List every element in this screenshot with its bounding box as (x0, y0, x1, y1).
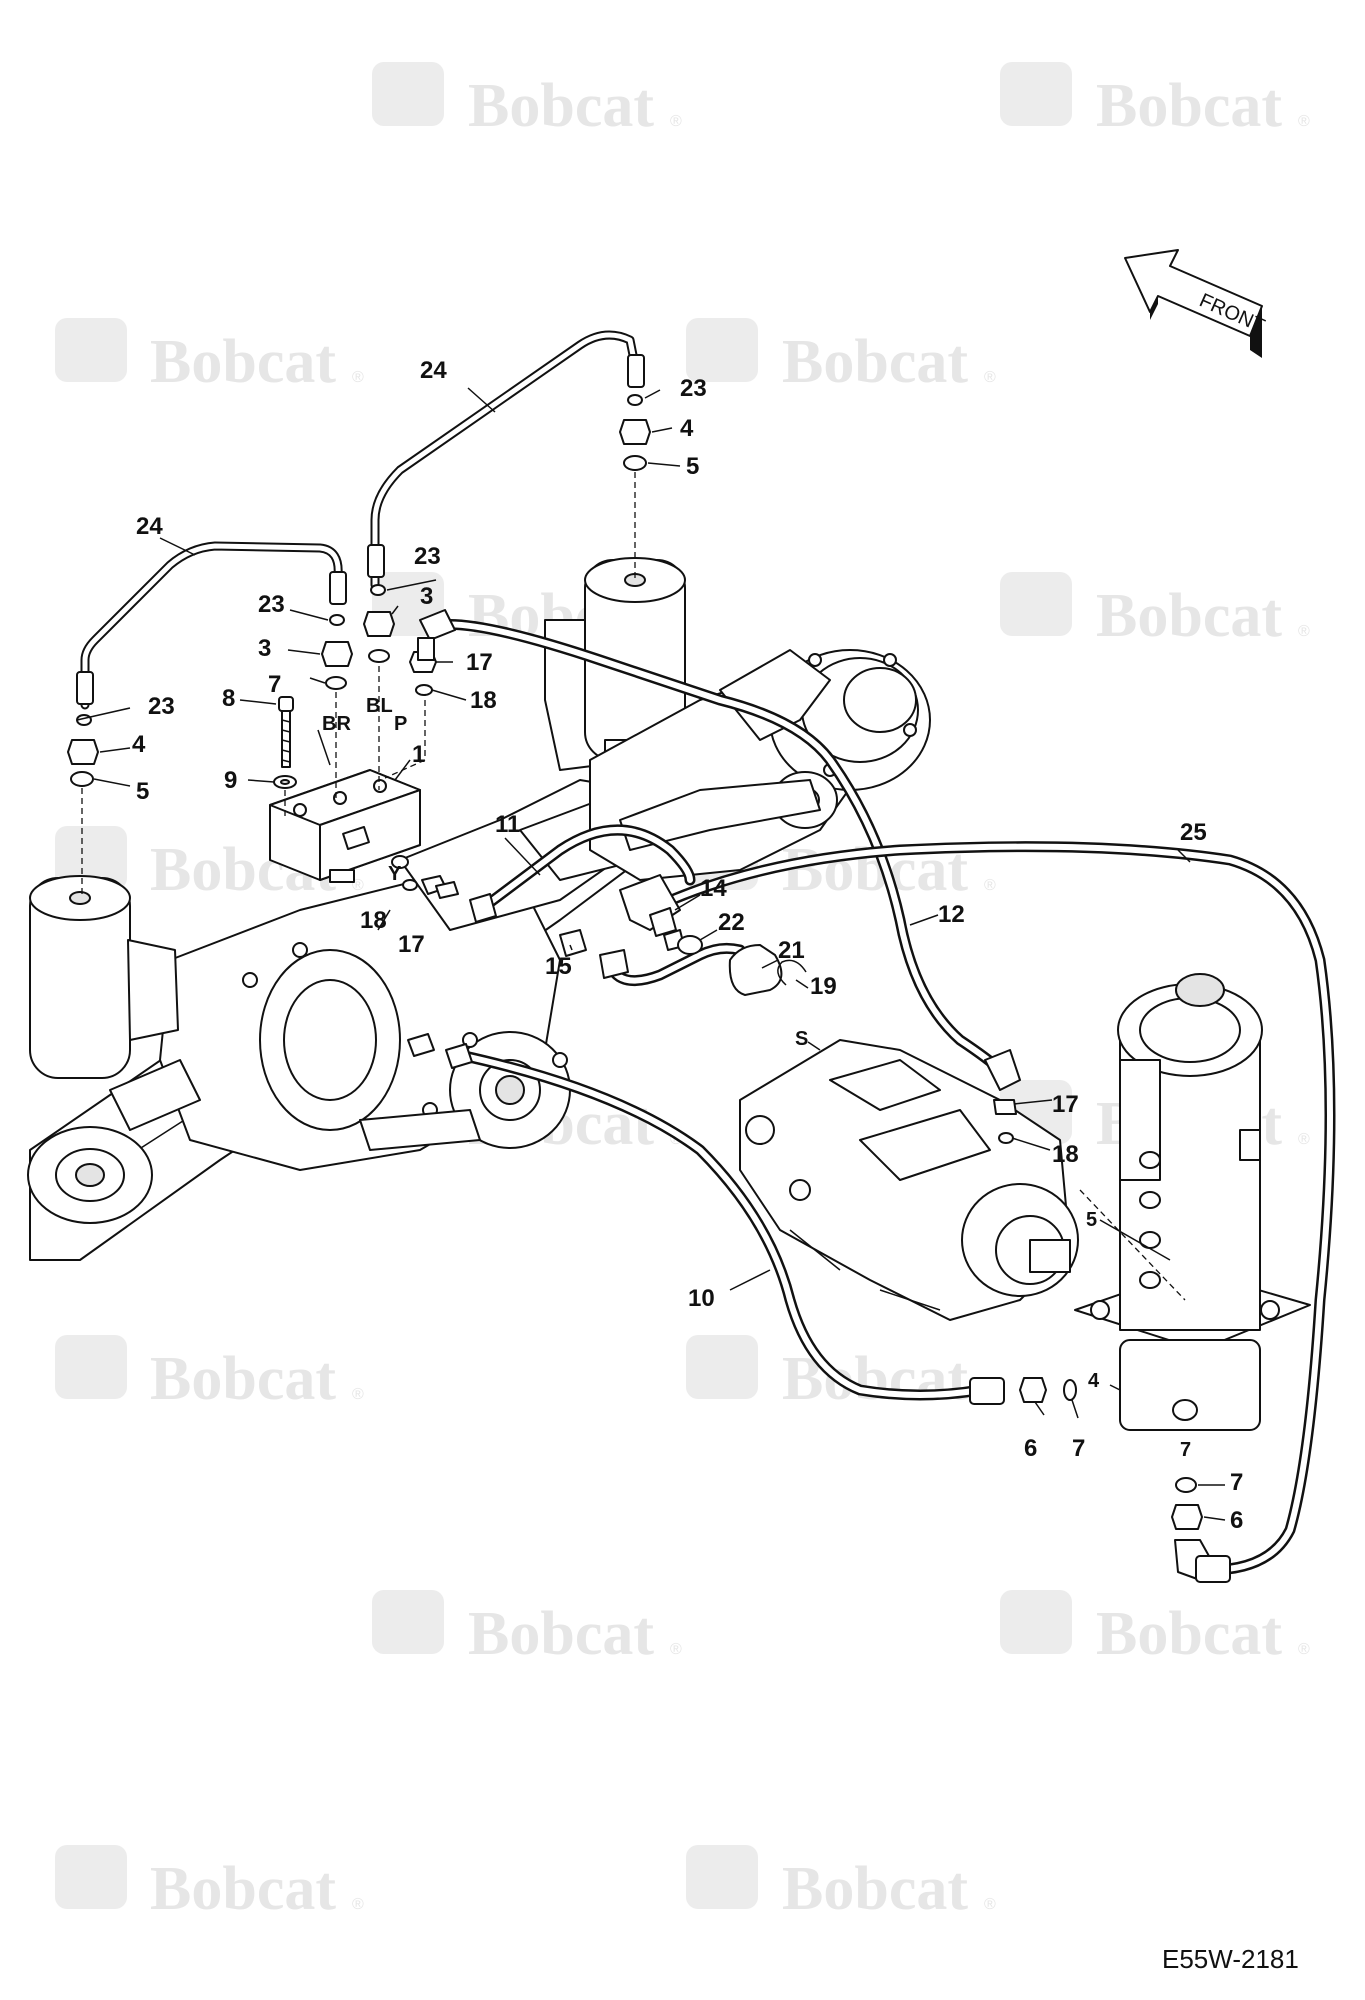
accumulator-left (29, 875, 179, 1079)
watermark-reg: ® (984, 369, 996, 386)
leader-lines (76, 387, 1226, 1521)
watermark: Bobcat ® (686, 1845, 996, 1923)
callout-25: 25 (1180, 819, 1207, 846)
callout-7-center: 7 (1072, 1435, 1085, 1462)
watermark-text: Bobcat (150, 1345, 336, 1413)
callout-numbers: 1 3 3 4 4 4 5 5 5 6 6 7 7 7 7 8 9 10 11 … (132, 357, 1243, 1534)
callout-7-right: 7 (1230, 1469, 1243, 1496)
callout-1: 1 (412, 741, 425, 768)
port-label-p: P (394, 713, 407, 735)
callout-17-right: 17 (1052, 1091, 1079, 1118)
callout-18-top: 18 (470, 687, 497, 714)
hydraulic-motor (739, 1039, 1079, 1321)
callout-14: 14 (700, 875, 727, 902)
callout-4-rotary: 4 (1088, 1370, 1100, 1392)
callout-6-center: 6 (1024, 1435, 1037, 1462)
callout-23-left: 23 (148, 693, 175, 720)
callout-21: 21 (778, 937, 805, 964)
watermark: Bobcat ® (686, 318, 996, 396)
callout-15: 15 (545, 953, 572, 980)
callout-22: 22 (718, 909, 745, 936)
callout-10: 10 (688, 1285, 715, 1312)
rotary-joint (1074, 973, 1311, 1431)
callout-17-left: 17 (398, 931, 425, 958)
callout-7-rotary-bottom: 7 (1180, 1439, 1191, 1461)
callout-23-top: 23 (680, 375, 707, 402)
watermark-text: Bobcat (468, 72, 654, 140)
watermark: Bobcat ® (55, 318, 364, 396)
watermark-reg: ® (1298, 113, 1310, 130)
watermark: Bobcat ® (1000, 1590, 1310, 1668)
port-labels: BR BL P Y S (322, 695, 808, 1050)
watermark-text: Bobcat (468, 1600, 654, 1668)
callout-17-top: 17 (466, 649, 493, 676)
watermark-reg: ® (670, 1641, 682, 1658)
watermark-text: Bobcat (150, 1855, 336, 1923)
watermark-text: Bobcat (782, 328, 968, 396)
callout-6-right: 6 (1230, 1507, 1243, 1534)
callout-9: 9 (224, 767, 237, 794)
watermark-text: Bobcat (1096, 582, 1282, 650)
watermark: Bobcat ® (1000, 62, 1310, 140)
watermark-reg: ® (984, 1896, 996, 1913)
watermark: Bobcat ® (55, 1335, 364, 1413)
port-label-s: S (795, 1028, 808, 1050)
brake-valve-block (269, 769, 421, 883)
watermark-reg: ® (984, 877, 996, 894)
watermark-text: Bobcat (150, 328, 336, 396)
right-wheel-hub (589, 649, 931, 881)
hoses (80, 330, 1336, 1576)
callout-3-right: 3 (420, 583, 433, 610)
callout-24-top: 24 (420, 357, 447, 384)
watermark: Bobcat ® (372, 1590, 682, 1668)
figure-id: E55W-2181 (1162, 1944, 1299, 1974)
watermark-reg: ® (1298, 1641, 1310, 1658)
callout-7-valve: 7 (268, 671, 281, 698)
callout-18-right: 18 (1052, 1141, 1079, 1168)
fittings (67, 354, 1231, 1583)
port-label-y: Y (388, 863, 402, 885)
callout-5-top: 5 (686, 453, 699, 480)
axle-assembly (27, 779, 661, 1261)
port-label-br: BR (322, 713, 351, 735)
callout-4-top: 4 (680, 415, 694, 442)
watermark-reg: ® (1298, 1131, 1310, 1148)
watermark-text: Bobcat (1096, 1600, 1282, 1668)
watermark-reg: ® (352, 1896, 364, 1913)
watermark: Bobcat ® (55, 1845, 364, 1923)
port-label-bl: BL (366, 695, 393, 717)
tube-24-left (80, 541, 343, 710)
front-direction-arrow: FRONT (1124, 249, 1268, 358)
callout-12: 12 (938, 901, 965, 928)
watermark: Bobcat ® (1000, 572, 1310, 650)
callout-23-mid: 23 (414, 543, 441, 570)
watermark-reg: ® (352, 369, 364, 386)
callout-4-left: 4 (132, 731, 146, 758)
watermark-reg: ® (670, 113, 682, 130)
watermark: Bobcat ® (372, 62, 682, 140)
callout-19: 19 (810, 973, 837, 1000)
callout-23-valve: 23 (258, 591, 285, 618)
watermark-reg: ® (1298, 623, 1310, 640)
watermark-text: Bobcat (1096, 72, 1282, 140)
callout-24-left: 24 (136, 513, 163, 540)
callout-18-left: 18 (360, 907, 387, 934)
callout-5-rotary: 5 (1086, 1209, 1097, 1231)
callout-3-left: 3 (258, 635, 271, 662)
callout-5-left: 5 (136, 778, 149, 805)
callout-11: 11 (495, 811, 520, 838)
callout-8: 8 (222, 685, 235, 712)
watermark-text: Bobcat (782, 1855, 968, 1923)
watermark-reg: ® (352, 1386, 364, 1403)
